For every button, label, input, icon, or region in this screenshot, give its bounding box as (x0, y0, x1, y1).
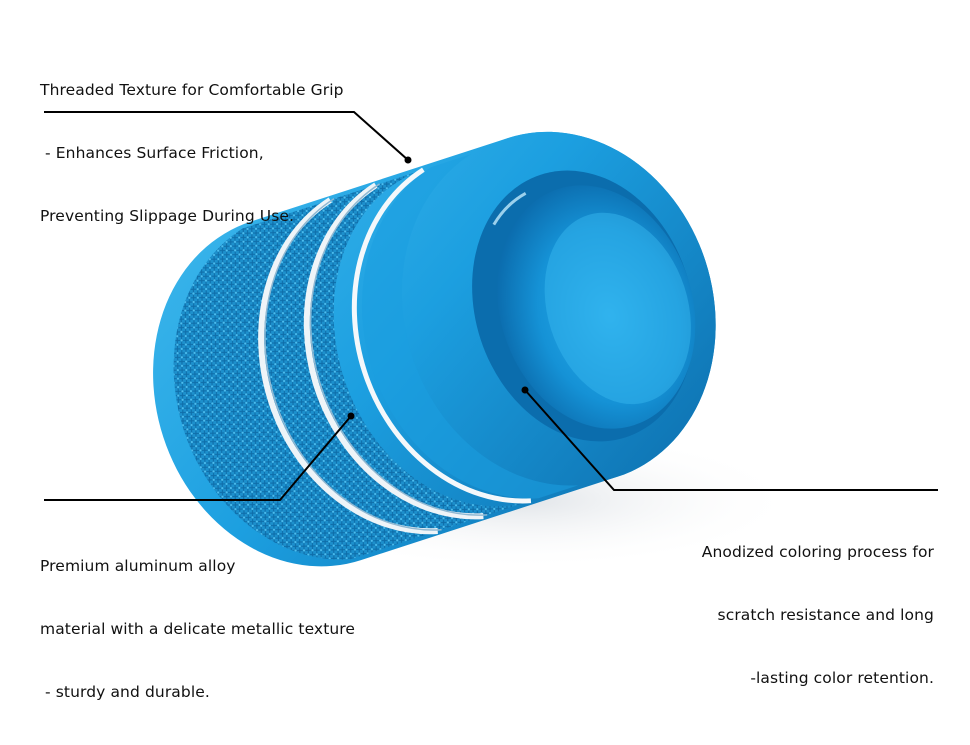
material-caption: Premium aluminum alloy material with a d… (40, 514, 355, 745)
grip-caption-line: - Enhances Surface Friction, (40, 144, 264, 162)
product-illustration: Threaded Texture for Comfortable Grip - … (40, 38, 938, 701)
leader-dot-anodized (521, 386, 529, 394)
material-caption-line: Premium aluminum alloy (40, 557, 236, 575)
material-caption-line: material with a delicate metallic textur… (40, 620, 356, 638)
groove-3 (351, 167, 532, 504)
leader-line-material (44, 415, 352, 501)
anodized-caption-line: scratch resistance and long (717, 606, 934, 624)
ring-drawing (44, 111, 938, 570)
material-caption-line: - sturdy and durable. (40, 683, 210, 701)
grip-caption-line: Preventing Slippage During Use. (40, 207, 295, 225)
anodized-caption-line: -lasting color retention. (750, 669, 934, 687)
anodized-caption: Anodized coloring process for scratch re… (702, 500, 934, 731)
leader-dot-material (347, 412, 355, 420)
ring-body (153, 131, 716, 567)
groove-2 (303, 182, 484, 520)
leader-line-grip (44, 111, 409, 161)
leader-dot-grip (404, 156, 412, 164)
groove-1 (258, 197, 438, 535)
leader-line-anodized (524, 389, 938, 491)
grip-caption: Threaded Texture for Comfortable Grip - … (40, 38, 344, 269)
knurled-texture (173, 169, 531, 560)
anodized-caption-line: Anodized coloring process for (701, 543, 934, 561)
grip-caption-line: Threaded Texture for Comfortable Grip (40, 81, 344, 99)
